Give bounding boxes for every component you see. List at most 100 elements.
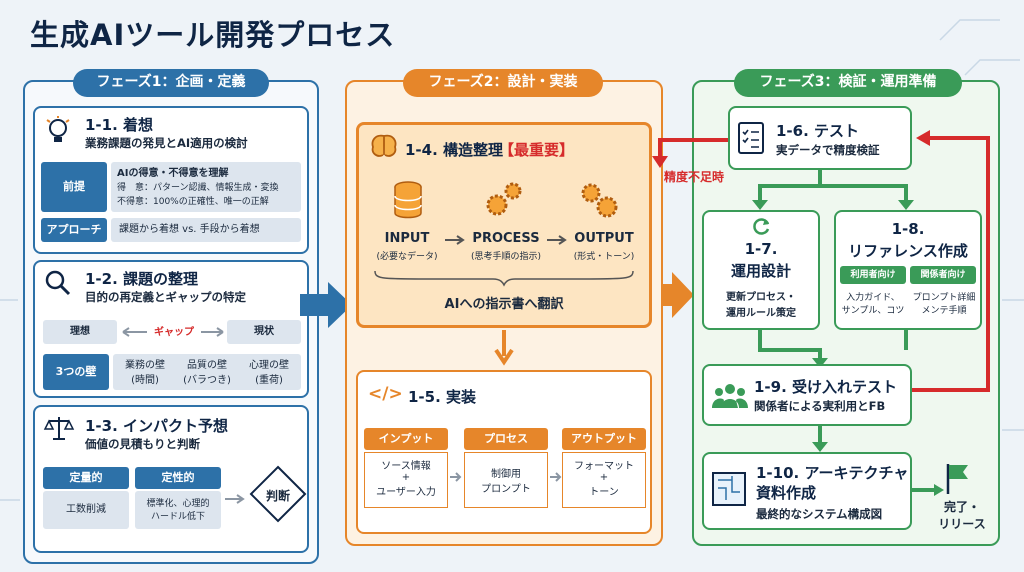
step-1-6-subtitle: 実データで精度検証: [776, 143, 880, 157]
step-1-10-subtitle: 最終的なシステム構成図: [756, 507, 883, 521]
user-tab: 利用者向け: [840, 266, 906, 284]
gears-process-icon: [486, 182, 522, 216]
step-1-9-subtitle: 関係者による実利用とFB: [754, 399, 886, 413]
checklist-icon: [738, 122, 764, 154]
step-1-7-text1: 更新プロセス・: [726, 292, 796, 303]
people-icon: [712, 384, 748, 408]
step-1-3-title: 1-3. インパクト予想: [85, 417, 229, 435]
three-walls-label: 3つの壁: [43, 354, 109, 390]
admin-text: プロンプト詳細メンテ手順: [912, 293, 976, 316]
decision-arrow: [225, 494, 245, 504]
phase-3-title: フェーズ3：検証・運用準備: [734, 69, 962, 97]
step-1-7-card: 1-7. 運用設計 更新プロセス・ 運用ルール策定: [702, 210, 820, 330]
impl-process-label: プロセス: [464, 428, 548, 450]
step-1-7-text2: 運用ルール策定: [726, 308, 796, 319]
refresh-icon: [753, 218, 770, 235]
wall-psychology: 心理の壁(重荷): [249, 360, 289, 386]
impl-arrow-1: [450, 472, 462, 482]
flag-icon: [946, 464, 968, 494]
step-1-9-card: 1-9. 受け入れテスト 関係者による実利用とFB: [702, 364, 912, 426]
step-1-9-title: 1-9. 受け入れテスト: [754, 378, 898, 396]
step-1-10-title1: 1-10. アーキテクチャ: [756, 464, 909, 482]
step-1-2-subtitle: 目的の再定義とギャップの特定: [85, 290, 246, 304]
arrow-process-output: [547, 235, 567, 245]
process-sub: (思考手順の指示): [470, 252, 542, 262]
code-icon: </>: [368, 384, 403, 404]
weakness-text: 不得意：100%の正確性、唯一の正解: [117, 197, 269, 207]
step-1-5-card: </> 1-5. 実装 インプット ソース情報+ユーザー入力 プロセス 制御用プ…: [356, 370, 652, 534]
database-icon: [394, 181, 422, 219]
premise-heading: AIの得意・不得意を理解: [117, 168, 229, 179]
feedback-label: 精度不足時: [664, 170, 725, 184]
step-1-2-title: 1-2. 課題の整理: [85, 270, 199, 288]
phase-1-title: フェーズ1：企画・定義: [73, 69, 269, 97]
user-text: 入力ガイド、サンプル、コツ: [841, 293, 905, 316]
step-1-3-subtitle: 価値の見積もりと判断: [85, 437, 200, 451]
phase-2-title: フェーズ2：設計・実装: [403, 69, 603, 97]
arrow-input-process: [445, 235, 465, 245]
impl-input-label: インプット: [364, 428, 448, 450]
brace-line: [374, 270, 634, 287]
qualitative-label: 定性的: [135, 467, 221, 489]
impl-arrow-2: [550, 472, 562, 482]
premise-box: [111, 162, 301, 212]
blueprint-icon: [712, 472, 746, 506]
step-1-4-title: 1-4. 構造整理: [405, 141, 504, 159]
impl-output-label: アウトプット: [562, 428, 646, 450]
ideal-box: 理想: [43, 320, 117, 344]
decision-text: 判断: [265, 489, 290, 503]
arrow-1-4-to-1-5: [494, 330, 514, 366]
finish-text: 完了・リリース: [938, 500, 986, 531]
step-1-4-emphasis: 【最重要】: [499, 141, 575, 159]
phase2-to-phase3-arrow: [650, 272, 694, 318]
step-1-6-card: 1-6. テスト 実データで精度検証: [728, 106, 912, 170]
step-1-7-number: 1-7.: [744, 240, 778, 258]
impl-input-box: ソース情報+ユーザー入力: [364, 452, 448, 508]
wall-work: 業務の壁(時間): [125, 360, 165, 386]
output-label: OUTPUT: [574, 231, 634, 246]
approach-label: アプローチ: [41, 218, 107, 242]
brain-icon: [371, 134, 397, 157]
step-1-8-title: リファレンス作成: [848, 242, 968, 260]
magnifier-icon: [45, 270, 71, 296]
qualitative-box: 標準化、心理的ハードル低下: [135, 491, 221, 529]
premise-label: 前提: [41, 162, 107, 212]
output-sub: (形式・トーン): [573, 252, 635, 262]
step-1-10-title2: 資料作成: [756, 484, 817, 502]
step-1-6-title: 1-6. テスト: [776, 122, 860, 140]
scales-icon: [43, 417, 75, 440]
strength-text: 得 意：パターン認識、情報生成・変換: [117, 183, 279, 193]
step-1-2-card: 1-2. 課題の整理 目的の再定義とギャップの特定 理想 ギャップ 現状 3つの…: [33, 260, 309, 398]
phase1-to-phase2-arrow: [300, 282, 352, 328]
admin-tab: 関係者向け: [910, 266, 976, 284]
step-1-7-title: 運用設計: [730, 262, 791, 280]
approach-text: 課題から着想 vs. 手段から着想: [111, 218, 301, 242]
decision-diamond: [249, 465, 307, 523]
input-label: INPUT: [384, 231, 430, 246]
step-1-1-subtitle: 業務課題の発見とAI適用の検討: [85, 136, 248, 150]
step-1-8-card: 1-8. リファレンス作成 利用者向け 関係者向け 入力ガイド、サンプル、コツ …: [834, 210, 982, 330]
step-1-1-card: 1-1. 着想 業務課題の発見とAI適用の検討 前提 AIの得意・不得意を理解 …: [33, 106, 309, 254]
quantitative-text: 工数削減: [43, 491, 129, 529]
step-1-3-card: 1-3. インパクト予想 価値の見積もりと判断 定量的 工数削減 定性的 標準化…: [33, 405, 309, 553]
gap-label: ギャップ: [147, 323, 201, 338]
walls-box: [113, 354, 301, 390]
page-title: 生成AIツール開発プロセス: [30, 18, 396, 52]
step-1-4-card: 1-4. 構造整理 【最重要】 INPUT (必要なデータ) PROCESS (…: [356, 122, 652, 328]
gears-output-icon: [581, 183, 618, 218]
process-label: PROCESS: [472, 231, 540, 246]
impl-process-box: 制御用プロンプト: [464, 452, 548, 508]
step-1-1-title: 1-1. 着想: [85, 116, 154, 134]
impl-output-box: フォーマット+トーン: [562, 452, 646, 508]
step-1-10-card: 1-10. アーキテクチャ 資料作成 最終的なシステム構成図: [702, 452, 912, 530]
step-1-8-number: 1-8.: [891, 220, 925, 238]
translate-text: AIへの指示書へ翻訳: [444, 297, 564, 312]
input-sub: (必要なデータ): [376, 252, 438, 262]
current-box: 現状: [227, 320, 301, 344]
wall-quality: 品質の壁(バラつき): [183, 360, 231, 386]
lightbulb-icon: [46, 116, 70, 142]
quantitative-label: 定量的: [43, 467, 129, 489]
